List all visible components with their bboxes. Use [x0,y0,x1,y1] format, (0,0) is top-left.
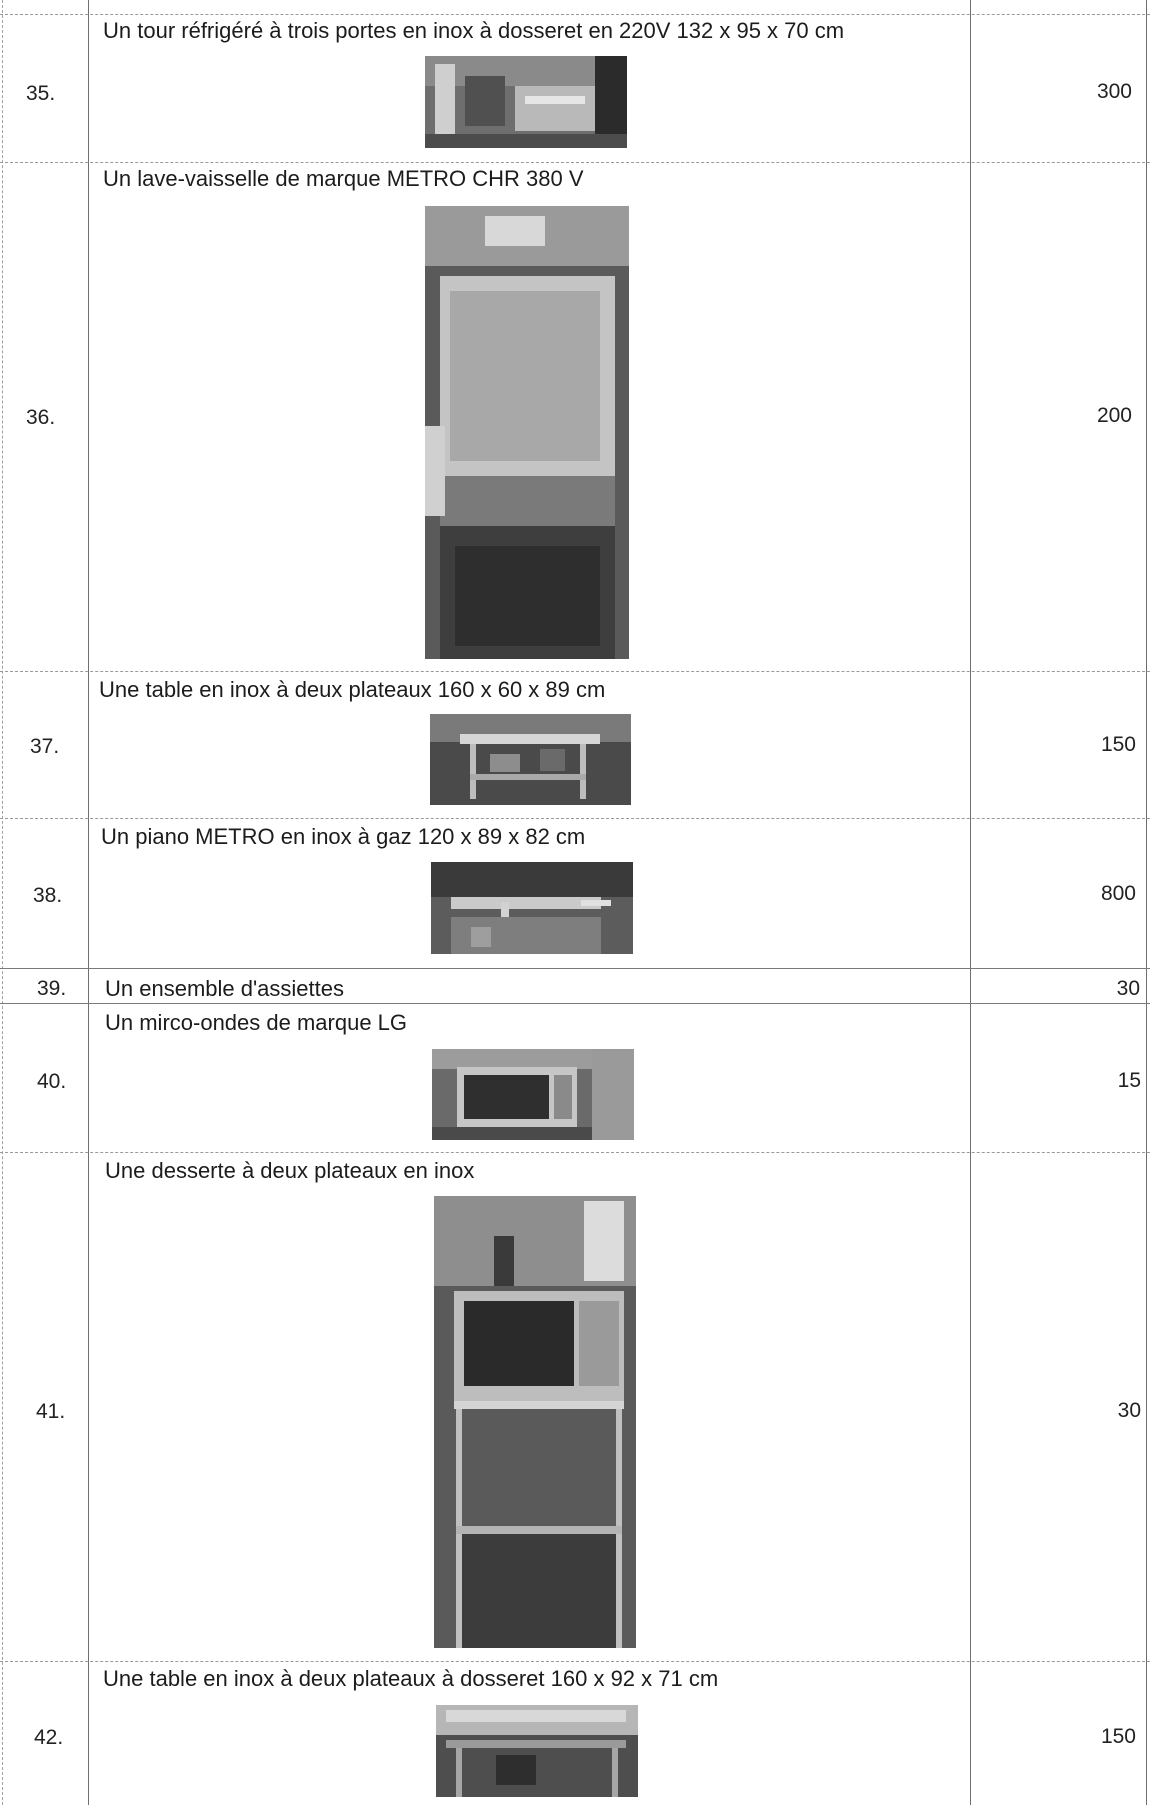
steel-table-photo-icon [430,714,631,805]
left-border [2,0,3,1805]
gas-range-photo-icon [431,862,633,954]
column-divider-price [970,0,971,1805]
row-separator [0,671,1150,672]
item-number: 38. [33,884,63,907]
item-number: 40. [37,1070,67,1093]
row-separator [0,162,1150,163]
row-separator [0,818,1150,819]
right-border [1146,0,1147,1805]
item-price: 30 [1116,977,1140,1000]
item-description: Une desserte à deux plateaux en inox [105,1158,475,1183]
row-separator [0,1003,1150,1004]
item-description: Une table en inox à deux plateaux à doss… [103,1666,719,1691]
row-separator [0,1661,1150,1662]
item-price: 30 [1117,1399,1141,1422]
item-price: 300 [1096,80,1132,103]
item-number: 39. [37,977,67,1000]
row-separator [0,14,1150,15]
item-number: 36. [26,406,56,429]
item-description: Un lave-vaisselle de marque METRO CHR 38… [103,166,584,191]
item-price: 150 [1100,1725,1136,1748]
item-number: 41. [36,1400,66,1423]
item-number: 35. [26,82,56,105]
item-description: Un ensemble d'assiettes [105,976,344,1001]
item-description: Un piano METRO en inox à gaz 120 x 89 x … [101,824,586,849]
item-price: 150 [1100,733,1136,756]
item-description: Un tour réfrigéré à trois portes en inox… [103,18,845,43]
item-number: 42. [34,1726,64,1749]
row-separator [0,1152,1150,1153]
microwave-photo-icon [432,1049,634,1140]
item-price: 200 [1096,404,1132,427]
dishwasher-photo-icon [425,206,629,659]
item-description: Un mirco-ondes de marque LG [105,1010,408,1035]
row-separator [0,968,1150,969]
item-description: Une table en inox à deux plateaux 160 x … [99,677,606,702]
item-price: 15 [1117,1069,1141,1092]
refrigerated-counter-photo-icon [425,56,627,148]
steel-backsplash-table-photo-icon [436,1705,638,1797]
service-trolley-photo-icon [434,1196,636,1648]
item-price: 800 [1100,882,1136,905]
column-divider-number [88,0,89,1805]
item-number: 37. [30,735,60,758]
